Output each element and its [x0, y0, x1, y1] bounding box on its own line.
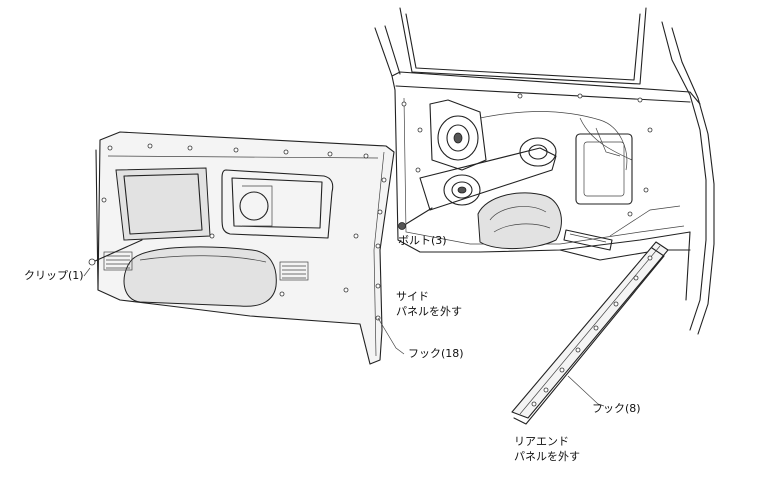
hook-rear-label: フック(8) [592, 402, 641, 415]
side-trim-panel [88, 131, 395, 365]
side-panel-label-line2: パネルを外す [396, 305, 462, 318]
leader-lines [83, 267, 605, 407]
rear-end-label-line1: リアエンド [514, 435, 569, 448]
bolt-label: ボルト(3) [398, 234, 447, 247]
clip-label: クリップ(1) [24, 269, 84, 282]
bolt-fastener [398, 207, 433, 230]
vent-grille-right [279, 261, 309, 281]
side-panel-label-line1: サイド [396, 290, 429, 303]
vehicle-body [374, 7, 715, 335]
vent-grille-left [103, 251, 133, 271]
inner-structure [401, 93, 653, 251]
hook-side-label: フック(18) [408, 347, 464, 360]
rear-end-label-line2: パネルを外す [514, 450, 580, 463]
rear-end-panel [511, 241, 669, 425]
